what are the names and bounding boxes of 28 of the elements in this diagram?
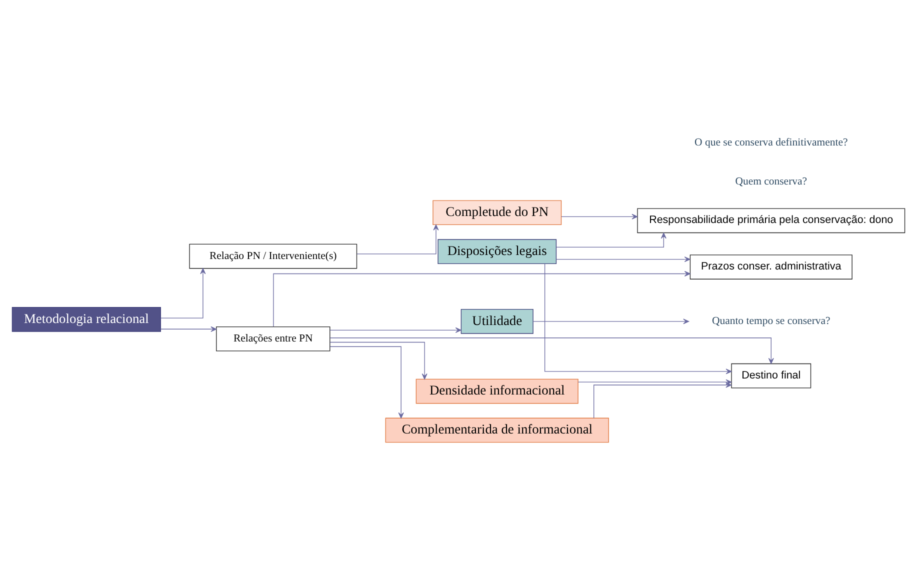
arrow [329,341,427,379]
arrow [160,268,206,318]
node-box: Prazos conser. administrativa [689,254,852,279]
arrow [160,326,216,332]
arrow [555,232,666,248]
arrow [329,346,404,418]
arrow [555,256,690,262]
node-box: Utilidade [460,308,533,334]
node-box: Destino final [730,362,811,388]
label: Quem conserva? [734,174,807,187]
arrow [356,224,438,254]
arrow [272,270,690,326]
arrow [329,326,461,332]
node-box: Densidade informacional [415,378,578,404]
arrow [593,382,732,418]
node-box: Metodologia relacional [11,306,160,332]
arrow [532,318,689,324]
node-box: Disposições legais [437,238,556,264]
node-box: Complementarida de informacional [384,417,608,442]
node-box: Completude do PN [432,200,562,225]
node-box: Relações entre PN [216,326,330,351]
arrow [544,262,732,374]
node-text: Quanto tempo se conserva? [711,314,830,326]
arrow [560,213,638,219]
node-box: Responsabilidade primária pela conservação: dono [636,208,905,233]
label: O que se conserva definitivamente? [694,136,848,148]
arrow [329,337,774,364]
node-box: Relação PN / Interveniente(s) [188,243,357,268]
